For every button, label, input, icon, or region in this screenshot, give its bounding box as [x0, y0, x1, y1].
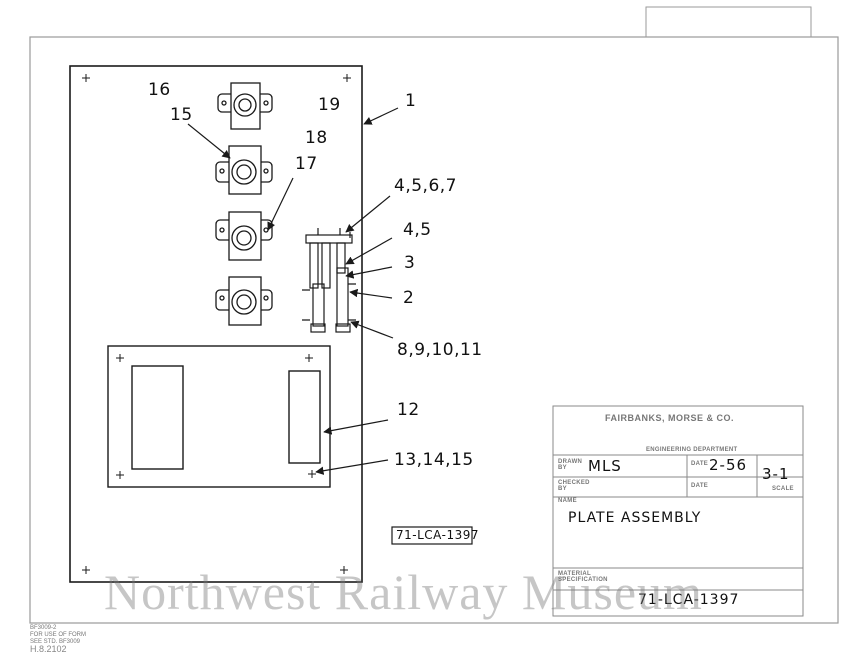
date-value: 2-56 [709, 456, 748, 474]
callout-4-5-6-7: 4,5,6,7 [394, 176, 457, 196]
form-note-line-4: H.8.2102 [30, 644, 67, 654]
drawing-number-box [391, 526, 473, 545]
drawn-by-value: MLS [588, 457, 622, 475]
scale-value: 3-1 [762, 465, 790, 483]
title-block [552, 405, 804, 617]
callout-3: 3 [404, 253, 416, 273]
checked-by-label: CHECKED BY [558, 480, 590, 492]
callout-12: 12 [397, 400, 420, 420]
socket-1 [217, 82, 273, 130]
callout-13-14-15: 13,14,15 [394, 450, 474, 470]
revision-box [645, 6, 812, 38]
window-right [288, 370, 321, 464]
title-block-drawing-number: 71-LCA-1397 [638, 592, 740, 608]
drawn-by-label: DRAWN BY [558, 459, 583, 471]
callout-1: 1 [405, 91, 417, 111]
terminal-assembly [302, 228, 356, 333]
socket-3 [215, 211, 273, 261]
department-label: ENGINEERING DEPARTMENT [646, 447, 738, 453]
callout-4-5: 4,5 [403, 220, 432, 240]
callout-15: 15 [170, 105, 193, 125]
drawing-name: PLATE ASSEMBLY [568, 510, 702, 526]
company-name: FAIRBANKS, MORSE & CO. [605, 413, 735, 423]
form-note: BF3009-2 FOR USE OF FORM SEE STD. BF3009… [30, 625, 86, 654]
callout-2: 2 [403, 288, 415, 308]
callout-17: 17 [295, 154, 318, 174]
plate-corner-marks [82, 74, 351, 574]
watermark: Northwest Railway Museum [104, 564, 703, 620]
main-plate [69, 65, 363, 583]
callout-18: 18 [305, 128, 328, 148]
material-label: MATERIAL SPECIFICATION [558, 571, 608, 583]
drawing-number-label: 71-LCA-1397 [396, 528, 479, 542]
window-left [131, 365, 184, 470]
scale-label: SCALE [772, 486, 794, 492]
form-note-line-2: FOR USE OF FORM [30, 632, 86, 638]
checked-date-label: DATE [691, 483, 709, 489]
callout-16: 16 [148, 80, 171, 100]
panel-corner-marks [116, 354, 316, 479]
callout-19: 19 [318, 95, 341, 115]
form-note-line-1: BF3009-2 [30, 625, 57, 631]
callout-8-9-10-11: 8,9,10,11 [397, 340, 483, 360]
name-label: NAME [558, 498, 577, 504]
lower-panel [107, 345, 331, 488]
socket-4 [215, 276, 273, 326]
socket-2 [215, 145, 273, 195]
leader-arrows [187, 107, 399, 475]
date-label: DATE [691, 461, 709, 467]
sheet-border [29, 36, 839, 624]
form-note-line-3: SEE STD. BF3009 [30, 639, 81, 645]
